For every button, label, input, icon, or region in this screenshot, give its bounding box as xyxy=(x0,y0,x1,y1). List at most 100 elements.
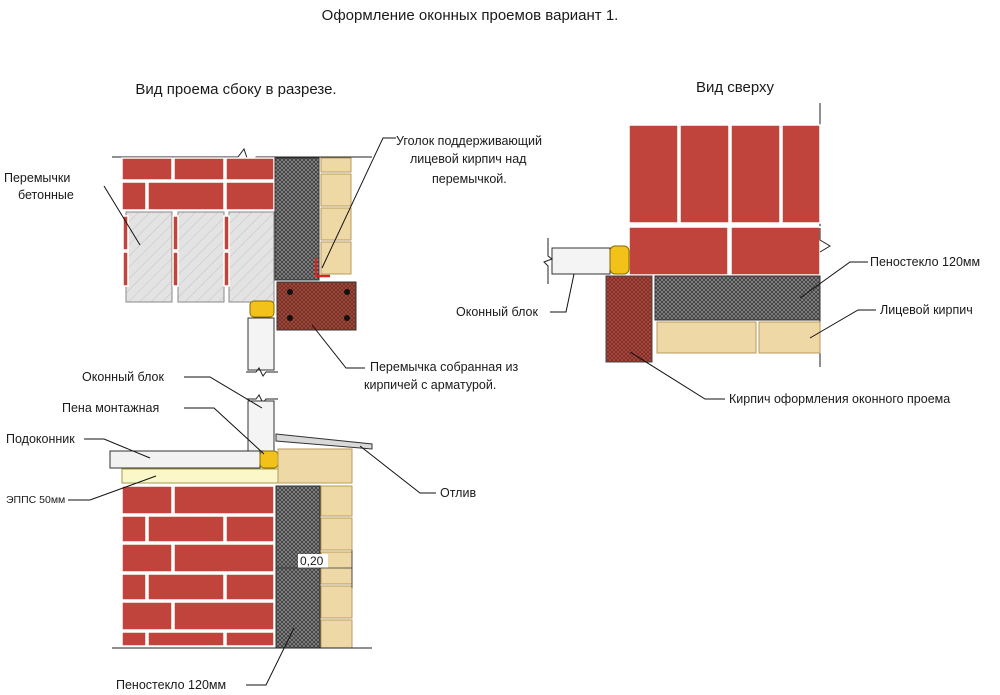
diagram-title: Оформление оконных проемов вариант 1. xyxy=(322,7,619,24)
leader-angle xyxy=(321,137,396,269)
brick xyxy=(147,181,225,211)
label-windowsill: Подоконник xyxy=(6,432,75,446)
window-block-plan xyxy=(551,247,611,275)
leader-foamglass-top xyxy=(799,261,868,299)
windowsill xyxy=(109,450,261,469)
leader-brick-lintel xyxy=(311,324,365,369)
brick xyxy=(121,181,147,211)
label-lintels-concrete-2: бетонные xyxy=(18,188,74,202)
top-view-title: Вид сверху xyxy=(696,79,775,96)
label-facing-brick: Лицевой кирпич xyxy=(880,303,973,317)
top-view xyxy=(543,103,831,367)
facing-brick xyxy=(277,448,353,484)
facing-brick xyxy=(320,619,353,649)
label-window-block-side: Оконный блок xyxy=(82,370,165,384)
brick xyxy=(781,124,821,224)
leader-frame-brick xyxy=(629,351,725,400)
brick xyxy=(121,157,173,181)
facing-brick xyxy=(320,585,353,619)
label-frame-brick: Кирпич оформления оконного проема xyxy=(729,392,950,406)
facing-brick xyxy=(656,321,757,354)
dimension-label: 0,20 xyxy=(300,554,324,568)
side-view-lower: 0,20 xyxy=(109,394,373,649)
leader-window-block-side xyxy=(184,376,263,409)
label-angle-3: перемычкой. xyxy=(432,172,507,186)
label-window-block-top: Оконный блок xyxy=(456,305,539,319)
brick xyxy=(225,573,275,601)
leader-facing-brick xyxy=(809,309,876,339)
brick xyxy=(121,485,173,515)
brick xyxy=(225,157,275,181)
brick xyxy=(679,124,730,224)
break-line xyxy=(543,238,554,284)
break-line xyxy=(246,394,278,404)
brick xyxy=(121,601,173,631)
brick xyxy=(147,573,225,601)
brick xyxy=(173,543,275,573)
brick xyxy=(628,226,729,276)
brick xyxy=(121,631,147,647)
leader-mount-foam xyxy=(184,407,265,455)
facing-brick xyxy=(758,321,821,354)
brick-sliver xyxy=(223,251,230,287)
brick xyxy=(225,631,275,647)
leader-epps xyxy=(68,475,157,501)
label-lintels-concrete-1: Перемычки xyxy=(4,171,70,185)
frame-brick xyxy=(605,275,653,363)
label-brick-lintel-1: Перемычка собранная из xyxy=(370,360,518,374)
support-angle xyxy=(314,258,330,278)
rebar xyxy=(287,315,293,321)
label-angle-2: лицевой кирпич над xyxy=(410,152,527,166)
concrete-lintel xyxy=(177,211,225,303)
label-foamglass-top: Пеностекло 120мм xyxy=(870,255,980,269)
leader-lintels-concrete xyxy=(103,185,141,246)
brick-sliver xyxy=(122,215,129,251)
facing-brick xyxy=(320,485,353,517)
label-foamglass-bottom: Пеностекло 120мм xyxy=(116,678,226,692)
label-brick-lintel-2: кирпичей с арматурой. xyxy=(364,378,496,392)
brick xyxy=(173,485,275,515)
foamglass-top-view xyxy=(654,275,821,321)
facing-brick xyxy=(320,207,352,241)
dimension-box xyxy=(298,554,328,568)
label-epps: ЭППС 50мм xyxy=(6,494,65,506)
window-frame-top xyxy=(247,317,275,371)
leader-foamglass-bottom xyxy=(246,627,295,686)
brick-sliver xyxy=(223,215,230,251)
brick xyxy=(225,181,275,211)
side-view-upper xyxy=(112,147,372,377)
mount-foam-plan xyxy=(609,245,630,275)
brick xyxy=(121,515,147,543)
facing-brick xyxy=(320,157,352,173)
brick xyxy=(730,124,781,224)
label-drip-edge: Отлив xyxy=(440,486,476,500)
brick xyxy=(147,631,225,647)
foamglass-layer xyxy=(274,157,320,281)
rebar xyxy=(344,315,350,321)
facing-brick xyxy=(320,517,353,551)
brick-sliver xyxy=(172,215,179,251)
brick xyxy=(121,543,173,573)
label-mount-foam: Пена монтажная xyxy=(62,401,159,415)
rebar xyxy=(287,289,293,295)
leader-windowsill xyxy=(84,438,151,459)
brick-sliver xyxy=(122,251,129,287)
brick xyxy=(121,573,147,601)
brick xyxy=(147,515,225,543)
brick xyxy=(730,226,821,276)
label-angle-1: Уголок поддерживающий xyxy=(396,134,542,148)
mount-foam-bottom xyxy=(259,450,279,469)
leader-window-block-top xyxy=(550,273,575,313)
mount-foam-top xyxy=(249,300,275,318)
brick xyxy=(173,601,275,631)
concrete-lintel xyxy=(125,211,173,303)
concrete-lintel xyxy=(228,211,275,303)
brick xyxy=(225,515,275,543)
brick-sliver xyxy=(172,251,179,287)
rebar xyxy=(344,289,350,295)
epps-layer xyxy=(121,468,279,484)
leader-drip-edge xyxy=(359,445,436,494)
break-line xyxy=(246,367,278,377)
brick xyxy=(628,124,679,224)
